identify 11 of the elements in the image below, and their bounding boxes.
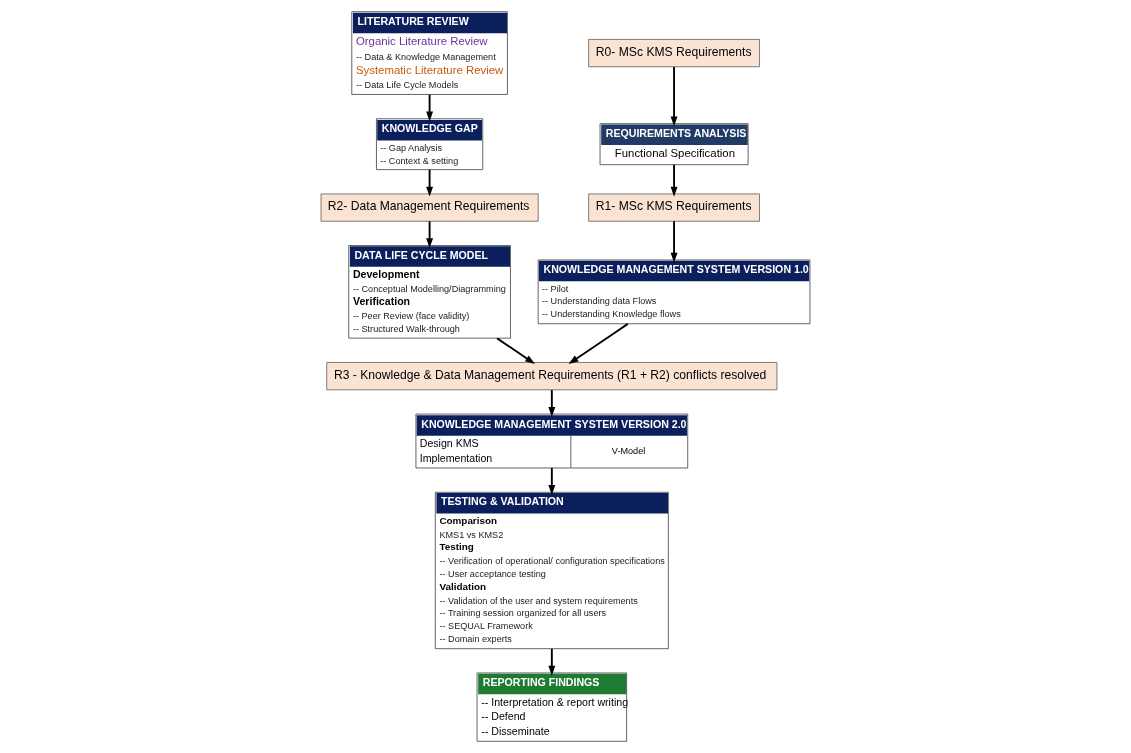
arrow	[426, 93, 434, 122]
arrow	[548, 389, 556, 417]
arrow	[670, 65, 678, 127]
arrow	[426, 168, 434, 197]
arrow	[670, 220, 678, 263]
arrow	[568, 322, 629, 365]
arrow	[548, 647, 556, 676]
arrow	[496, 337, 536, 364]
arrow	[548, 467, 556, 495]
arrow	[426, 220, 434, 249]
arrow	[670, 163, 678, 197]
